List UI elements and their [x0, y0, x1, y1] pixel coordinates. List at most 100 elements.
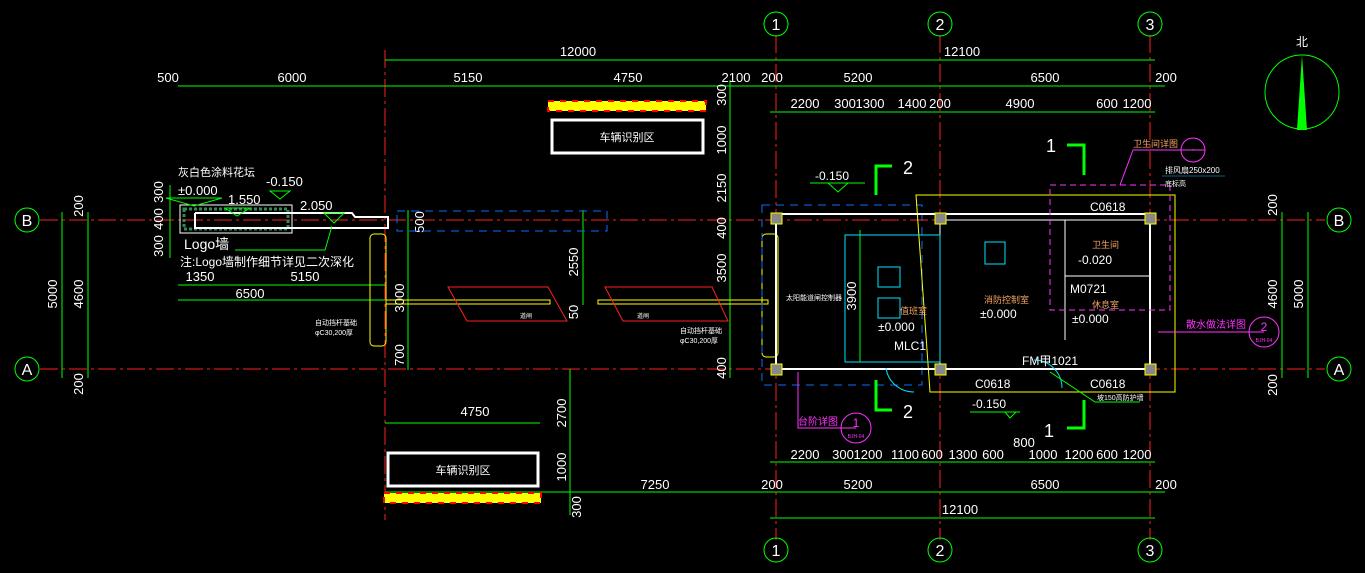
axis-label-2-bottom: 2 [936, 543, 945, 560]
section-2-bottom: 2 [903, 402, 913, 422]
dim-right-4600: 4600 [1265, 280, 1280, 309]
dim-left-5000: 5000 [45, 280, 60, 309]
dim-top2-6: 5200 [844, 70, 873, 85]
dim-top2-0: 500 [157, 70, 179, 85]
dim-mid-3000: 3000 [392, 284, 407, 313]
axis-label-a-left: A [22, 362, 33, 379]
room-wc: 卫生间 [1092, 239, 1119, 250]
window-c0618-bottom: C0618 [975, 377, 1011, 391]
driveway: 道闸 道闸 自动挡杆基础 φC30,200厚 自动挡杆基础 φC30,200厚 … [315, 204, 923, 386]
level-top: -0.150 [815, 169, 849, 183]
dim-top2-3: 4750 [614, 70, 643, 85]
vehicle-zone-bottom-label: 车辆识别区 [436, 463, 491, 477]
dim-mid-400a: 400 [714, 217, 729, 239]
callouts: 卫生间详图 - 排风扇250x200 底标高 散水做法详图 2 BJH-04 台… [797, 137, 1280, 444]
dim-bot1-7: 1000 [1029, 447, 1058, 462]
dim-right-200-bot: 200 [1265, 374, 1280, 396]
window-c0618-bottom-2: C0618 [1090, 377, 1126, 391]
dim-4750-bottom: 4750 [461, 404, 490, 419]
dim-top3-2: 1300 [856, 96, 885, 111]
dim-top1-1: 12100 [944, 44, 980, 59]
barrier-controller-label: 太阳能道闸控制器 [786, 293, 842, 302]
dim-right-200-top: 200 [1265, 194, 1280, 216]
fan-sub: 底标高 [1165, 179, 1186, 188]
dim-top3-1: 300 [834, 96, 856, 111]
dim-top1-0: 12000 [560, 44, 596, 59]
wc-detail-label: 卫生间详图 [1133, 138, 1178, 149]
logo-level-m0150: -0.150 [266, 174, 303, 189]
dim-mid-1000: 1000 [714, 126, 729, 155]
step-detail-label: 台阶详图 [798, 415, 838, 428]
axis-label-2-top: 2 [936, 17, 945, 34]
dim-top3-0: 2200 [791, 96, 820, 111]
logo-wall: 灰白色涂料花坛 ±0.000 -0.150 1.550 2.050 Logo墙 … [165, 165, 389, 269]
gate-right-sub: φC30,200厚 [680, 337, 718, 345]
gate-right-label: 自动挡杆基础 [680, 326, 722, 335]
dim-top2-8: 200 [1155, 70, 1177, 85]
dim-mid-400b: 400 [714, 357, 729, 379]
axis-label-b-left: B [22, 213, 33, 230]
dim-top3-6: 600 [1096, 96, 1118, 111]
step-detail-number: 1 [853, 416, 860, 430]
dim-bot1-8: 1200 [1065, 447, 1094, 462]
ramp-detail-label: 散水做法详图 [1186, 318, 1246, 331]
section-marks: 1 1 2 2 [874, 136, 1086, 441]
dim-mid-2550: 2550 [566, 248, 581, 277]
dim-mid-3500: 3500 [714, 254, 729, 283]
room-rest: 休息室 [1092, 299, 1119, 310]
level-bottom: -0.150 [972, 397, 1006, 411]
ramp-note: 坡150高防护墙 [1097, 393, 1144, 402]
lane-right-label: 道闸 [637, 312, 649, 320]
axis-label-a-right: A [1334, 362, 1345, 379]
dim-mid-50: 50 [566, 305, 581, 319]
dim-logo-300b: 300 [151, 235, 166, 257]
dim-mid-300b: 300 [569, 496, 584, 518]
dim-bot2-4: 200 [1155, 477, 1177, 492]
dim-left-4600: 4600 [71, 280, 86, 309]
dim-5150: 5150 [291, 269, 320, 284]
logo-level-0: ±0.000 [178, 183, 218, 198]
axis-label-1-bottom: 1 [772, 543, 781, 560]
section-1-top: 1 [1046, 136, 1056, 156]
dim-mid-2700: 2700 [554, 399, 569, 428]
door-fm: FM甲1021 [1022, 354, 1078, 368]
dim-top2-2: 5150 [454, 70, 483, 85]
door-m0721: M0721 [1070, 282, 1107, 296]
dim-top2-7: 6500 [1031, 70, 1060, 85]
lane-left-label: 道闸 [520, 312, 532, 320]
dim-bot1-10: 1200 [1123, 447, 1152, 462]
room-fire-control: 消防控制室 [984, 294, 1029, 305]
dim-right-5000: 5000 [1291, 280, 1306, 309]
dim-bot1-0: 2200 [791, 447, 820, 462]
dim-top3-5: 4900 [1006, 96, 1035, 111]
building [770, 184, 1176, 393]
dim-top2-1: 6000 [278, 70, 307, 85]
dim-6500: 6500 [236, 286, 265, 301]
wc-detail-number: - [1192, 145, 1195, 154]
dim-1350: 1350 [186, 269, 215, 284]
dim-bot1-2: 1200 [854, 447, 883, 462]
logo-note: 注:Logo墙制作细节详见二次深化 [180, 254, 354, 269]
dim-top3-3: 1400 [898, 96, 927, 111]
dim-bot2-1: 200 [761, 477, 783, 492]
logo-level-2050: 2.050 [300, 198, 333, 213]
dim-bot1-3: 1100 [891, 447, 919, 462]
dim-logo-400: 400 [151, 208, 166, 230]
room-wc-level: -0.020 [1078, 253, 1112, 267]
dim-left-200-top: 200 [71, 195, 86, 217]
room-fire-level: ±0.000 [980, 307, 1017, 321]
window-c0618-top: C0618 [1090, 200, 1126, 214]
dim-top3-4: 200 [929, 96, 951, 111]
room-rest-level: ±0.000 [1072, 312, 1109, 326]
dim-mid-500: 500 [412, 211, 427, 233]
dim-top2-4: 2100 [722, 70, 751, 85]
gate-left-label: 自动挡杆基础 [315, 318, 357, 327]
dim-bot1-6: 600 [982, 447, 1004, 462]
dim-bot2-3: 6500 [1031, 477, 1060, 492]
logo-level-1550: 1.550 [228, 192, 261, 207]
ramp-detail-ref: BJH-04 [1256, 338, 1273, 344]
vehicle-zone-bottom: 车辆识别区 [383, 451, 542, 504]
gate-left-sub: φC30,200厚 [315, 329, 353, 337]
section-1-bottom: 1 [1044, 421, 1054, 441]
axis-bubbles [14, 11, 1352, 563]
